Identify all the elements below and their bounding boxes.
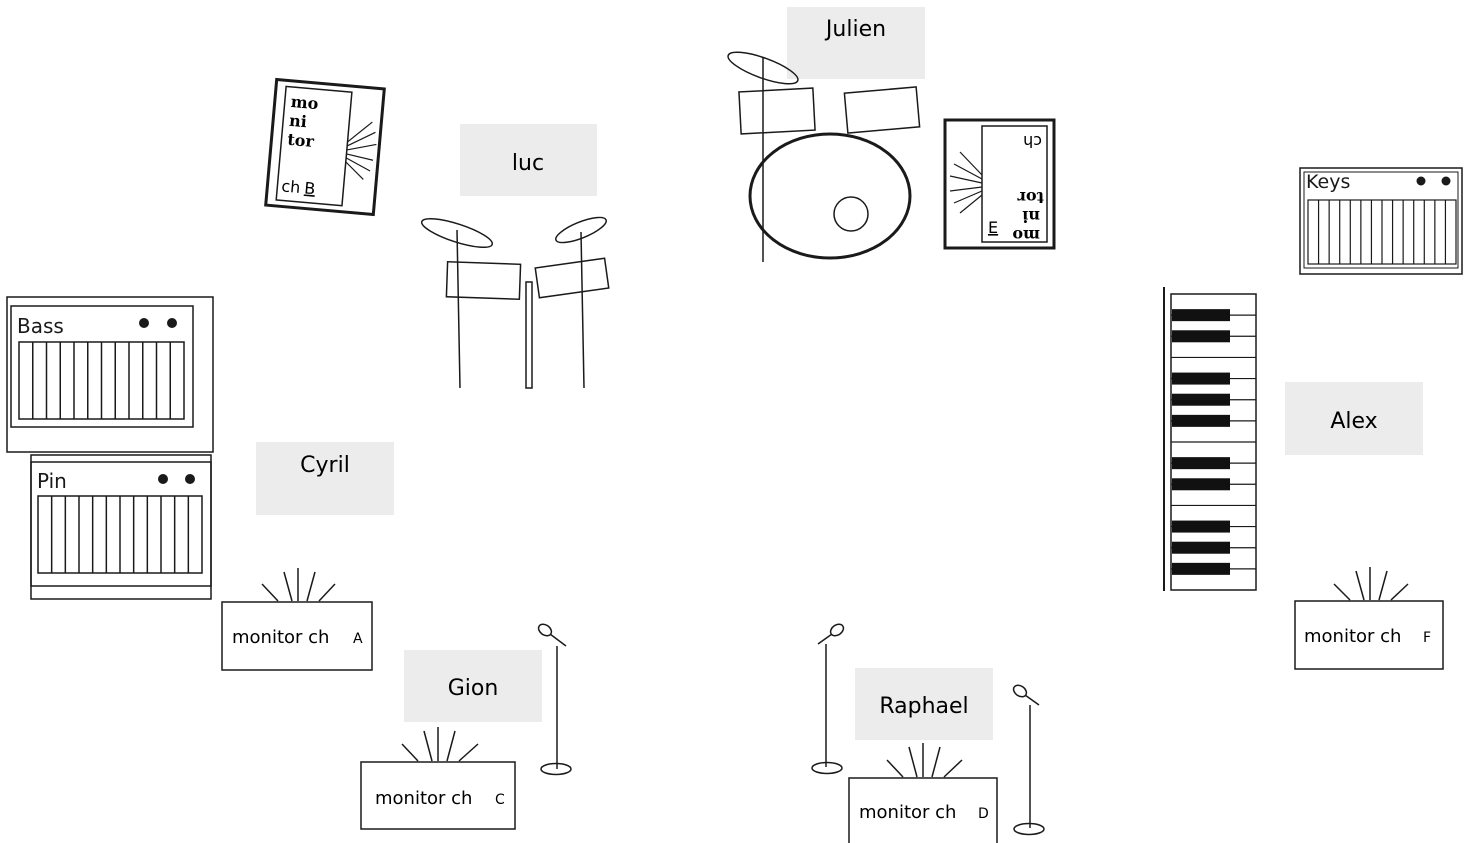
amp-grille bbox=[37, 495, 203, 574]
mic-stand-gion bbox=[537, 623, 572, 776]
speaker-waves-icon bbox=[1333, 567, 1409, 601]
monitor-b-letter: B bbox=[304, 178, 317, 198]
tom-drum bbox=[534, 257, 610, 299]
knob-icon bbox=[167, 318, 177, 328]
amp-pin: Pin bbox=[30, 454, 212, 600]
monitor-c-label: monitor ch bbox=[375, 788, 472, 809]
bass-drum bbox=[748, 132, 912, 260]
monitor-b-line1: mo bbox=[290, 92, 319, 113]
knob-icon bbox=[158, 474, 168, 484]
label-julien: Julien bbox=[787, 7, 925, 79]
amp-grille bbox=[1307, 199, 1457, 265]
monitor-e-line3: tor bbox=[1017, 188, 1044, 207]
black-key bbox=[1172, 457, 1230, 470]
label-luc: luc bbox=[460, 124, 597, 196]
label-gion: Gion bbox=[404, 650, 542, 722]
cymbal-icon bbox=[555, 216, 607, 244]
speaker-waves-icon bbox=[345, 121, 377, 180]
tom-drum bbox=[445, 260, 522, 301]
monitor-b-line3: tor bbox=[287, 130, 316, 151]
drum-kit-luc bbox=[420, 216, 610, 389]
black-key bbox=[1172, 478, 1230, 491]
label-luc-text: luc bbox=[512, 151, 544, 176]
tom-drum bbox=[843, 86, 921, 134]
black-key bbox=[1172, 372, 1230, 385]
speaker-waves-icon bbox=[261, 568, 336, 602]
monitor-d-channel: D bbox=[978, 806, 989, 822]
monitor-b-line2: ni bbox=[288, 111, 307, 131]
knob-icon bbox=[1441, 176, 1451, 186]
microphone-icon bbox=[1012, 684, 1028, 698]
monitor-e-line2: ni bbox=[1022, 207, 1040, 226]
monitor-c-channel: C bbox=[495, 792, 505, 808]
monitor-a-channel: A bbox=[353, 631, 363, 647]
speaker-waves-icon bbox=[886, 743, 963, 778]
cymbal-icon bbox=[727, 51, 799, 85]
label-raphael-text: Raphael bbox=[879, 694, 968, 719]
amp-grille bbox=[18, 341, 185, 420]
amp-bass: Bass bbox=[6, 296, 214, 453]
black-key bbox=[1172, 393, 1230, 406]
monitor-a-label: monitor ch bbox=[232, 627, 329, 648]
keyboard-instrument bbox=[1163, 287, 1257, 591]
monitor-b-ch: ch bbox=[281, 176, 302, 197]
monitor-f-channel: F bbox=[1423, 630, 1431, 646]
label-cyril-text: Cyril bbox=[300, 453, 350, 478]
monitor-f-label: monitor ch bbox=[1304, 626, 1401, 647]
speaker-waves-icon bbox=[949, 151, 983, 214]
monitor-d: monitor ch D bbox=[848, 743, 998, 843]
black-key bbox=[1172, 414, 1230, 427]
cymbal-icon bbox=[420, 217, 494, 249]
monitor-wedge-e: mo ni tor ch E bbox=[943, 118, 1056, 250]
black-key bbox=[1172, 309, 1230, 322]
monitor-c: monitor ch C bbox=[360, 727, 516, 830]
knob-icon bbox=[185, 474, 195, 484]
label-alex: Alex bbox=[1285, 382, 1423, 455]
knob-icon bbox=[1416, 176, 1426, 186]
mic-stand-center bbox=[811, 623, 845, 775]
monitor-wedge-b: mo ni tor ch B bbox=[264, 77, 386, 217]
amp-pin-label: Pin bbox=[37, 469, 67, 493]
knob-icon bbox=[139, 318, 149, 328]
tom-drum bbox=[738, 87, 816, 135]
black-key bbox=[1172, 562, 1230, 575]
black-key bbox=[1172, 520, 1230, 533]
label-cyril: Cyril bbox=[256, 442, 394, 515]
drum-kit-julien bbox=[727, 51, 921, 262]
monitor-e-line1: mo bbox=[1012, 226, 1040, 245]
monitor-e-ch: ch bbox=[1023, 132, 1042, 151]
label-julien-text: Julien bbox=[824, 17, 886, 42]
monitor-d-label: monitor ch bbox=[859, 802, 956, 823]
monitor-f: monitor ch F bbox=[1294, 567, 1444, 670]
microphone-icon bbox=[829, 623, 845, 637]
label-gion-text: Gion bbox=[448, 676, 499, 701]
speaker-waves-icon bbox=[401, 727, 479, 762]
label-alex-text: Alex bbox=[1330, 409, 1377, 434]
amp-keys: Keys bbox=[1299, 167, 1463, 275]
snare-stand bbox=[525, 281, 533, 389]
mic-stand-raphael bbox=[1012, 684, 1045, 836]
amp-keys-label: Keys bbox=[1306, 171, 1350, 193]
monitor-a: monitor ch A bbox=[221, 568, 373, 671]
black-key bbox=[1172, 330, 1230, 343]
black-key bbox=[1172, 541, 1230, 554]
bass-drum-port bbox=[833, 196, 869, 232]
monitor-e-letter: E bbox=[988, 218, 998, 237]
label-raphael: Raphael bbox=[855, 668, 993, 740]
amp-bass-label: Bass bbox=[17, 314, 64, 338]
